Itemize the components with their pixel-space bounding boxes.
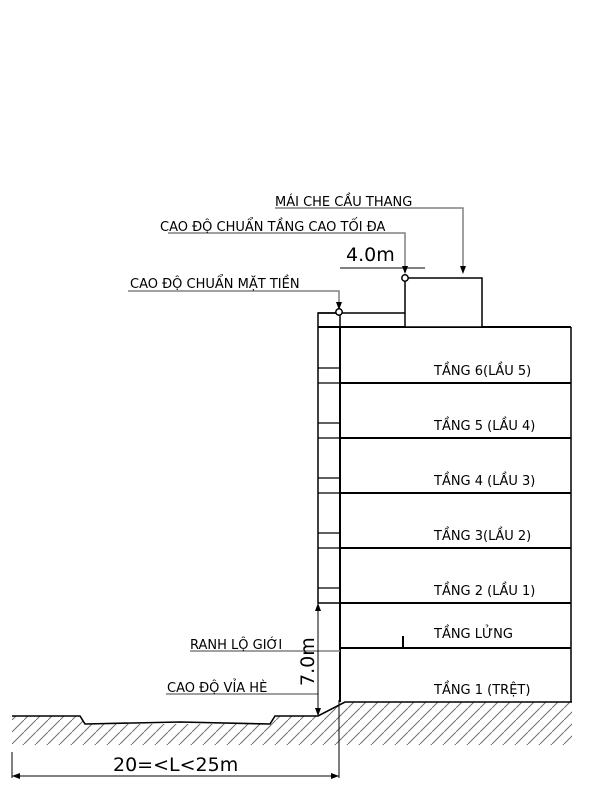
floor-label: TẦNG 5 (LẦU 4) (433, 417, 535, 434)
floor-label: TẦNG LỬNG (433, 625, 513, 642)
ground-hatch (12, 701, 572, 745)
floor-label: TẦNG 3(LẦU 2) (433, 527, 531, 544)
building-outline (317, 277, 572, 702)
label-max-height-ref: CAO ĐỘ CHUẨN TẦNG CAO TỐI ĐA (160, 218, 386, 235)
floor-label: TẦNG 6(LẦU 5) (433, 362, 531, 379)
road-width-dimension (11, 700, 340, 779)
leader-lines (128, 207, 464, 695)
label-facade-height-ref: CAO ĐỘ CHUẨN MẶT TIỀN (130, 275, 300, 292)
height-dimension (315, 603, 321, 716)
label-sidewalk-level: CAO ĐỘ VỈA HÈ (167, 679, 267, 696)
setback-dimension-label: 4.0m (346, 244, 395, 266)
height-dimension-label: 7.0m (297, 637, 319, 686)
label-stair-roof: MÁI CHE CẦU THANG (275, 193, 412, 210)
road-width-dimension-label: 20=<L<25m (113, 754, 238, 776)
floor-label: TẦNG 1 (TRỆT) (433, 681, 530, 698)
floor-label: TẦNG 2 (LẦU 1) (433, 582, 535, 599)
label-boundary-line: RANH LỘ GIỚI (190, 637, 282, 653)
floor-label: TẦNG 4 (LẦU 3) (433, 472, 535, 489)
